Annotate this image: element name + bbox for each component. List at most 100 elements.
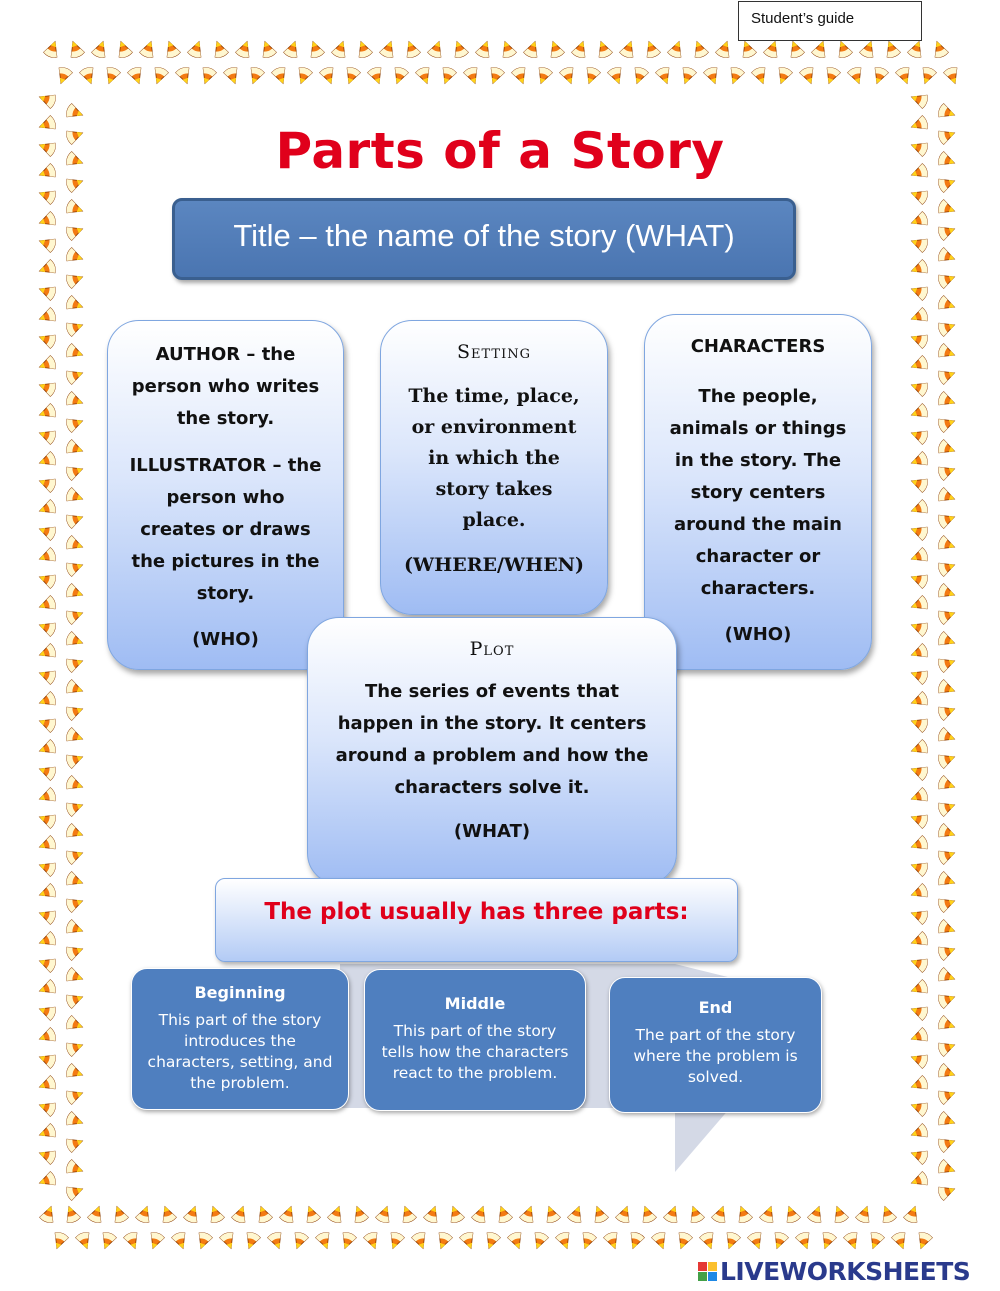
candy-corn-icon bbox=[806, 1203, 827, 1225]
candy-corn-icon bbox=[497, 38, 518, 60]
candy-corn-icon bbox=[64, 582, 86, 603]
candy-corn-icon bbox=[64, 221, 86, 242]
candy-corn-icon bbox=[522, 38, 543, 60]
candy-corn-icon bbox=[936, 534, 958, 555]
candy-corn-icon bbox=[908, 930, 930, 951]
candy-corn-icon bbox=[908, 761, 930, 782]
candy-corn-icon bbox=[908, 425, 930, 446]
title-definition-bar: Title – the name of the story (WHAT) bbox=[172, 198, 796, 280]
candy-corn-icon bbox=[566, 1203, 587, 1225]
candy-corn-icon bbox=[64, 1037, 86, 1058]
candy-corn-icon bbox=[908, 473, 930, 494]
candy-corn-icon bbox=[593, 38, 614, 60]
end-step: End The part of the story where the prob… bbox=[609, 977, 822, 1113]
logo-icon bbox=[698, 1261, 717, 1281]
candy-corn-icon bbox=[714, 38, 735, 60]
candy-corn-icon bbox=[36, 498, 58, 519]
candy-corn-icon bbox=[64, 1110, 86, 1131]
candy-corn-icon bbox=[936, 1085, 958, 1106]
candy-corn-icon bbox=[936, 1110, 958, 1131]
candy-corn-icon bbox=[186, 38, 207, 60]
candy-corn-icon bbox=[908, 1122, 930, 1143]
candy-corn-icon bbox=[773, 65, 794, 87]
candy-corn-icon bbox=[193, 1230, 214, 1252]
candy-corn-icon bbox=[558, 65, 579, 87]
candy-corn-icon bbox=[64, 774, 86, 795]
candy-corn-icon bbox=[908, 978, 930, 999]
candy-corn-icon bbox=[64, 390, 86, 411]
candy-corn-icon bbox=[64, 294, 86, 315]
candy-corn-icon bbox=[64, 365, 86, 386]
candy-corn-icon bbox=[64, 1133, 86, 1154]
candy-corn-icon bbox=[936, 893, 958, 914]
candy-corn-icon bbox=[677, 65, 698, 87]
candy-corn-icon bbox=[414, 65, 435, 87]
candy-corn-icon bbox=[725, 65, 746, 87]
candy-corn-icon bbox=[908, 89, 930, 110]
candy-corn-icon bbox=[936, 582, 958, 603]
candy-corn-icon bbox=[362, 1230, 383, 1252]
candy-corn-icon bbox=[36, 185, 58, 206]
candy-corn-icon bbox=[314, 1230, 335, 1252]
candy-corn-icon bbox=[64, 870, 86, 891]
candy-corn-icon bbox=[426, 38, 447, 60]
candy-corn-icon bbox=[908, 713, 930, 734]
author-who-tag: (WHO) bbox=[192, 629, 259, 650]
candy-corn-icon bbox=[270, 65, 291, 87]
candy-corn-icon bbox=[266, 1230, 287, 1252]
candy-corn-icon bbox=[936, 966, 958, 987]
candy-corn-icon bbox=[36, 1122, 58, 1143]
candy-corn-icon bbox=[666, 38, 687, 60]
candy-corn-icon bbox=[257, 38, 278, 60]
candy-corn-icon bbox=[908, 1145, 930, 1166]
candy-corn-icon bbox=[64, 822, 86, 843]
candy-corn-icon bbox=[908, 786, 930, 807]
candy-corn-icon bbox=[618, 38, 639, 60]
candy-corn-icon bbox=[936, 822, 958, 843]
candy-corn-icon bbox=[908, 402, 930, 423]
plot-heading: Plot bbox=[469, 638, 515, 660]
candy-corn-icon bbox=[936, 486, 958, 507]
candy-corn-icon bbox=[157, 1203, 178, 1225]
candy-corn-icon bbox=[654, 65, 675, 87]
candy-corn-icon bbox=[913, 1230, 934, 1252]
candy-corn-icon bbox=[877, 1203, 898, 1225]
candy-corn-icon bbox=[113, 38, 134, 60]
candy-corn-icon bbox=[936, 221, 958, 242]
candy-corn-icon bbox=[64, 102, 86, 123]
candy-corn-icon bbox=[908, 857, 930, 878]
plot-definition: The series of events that happen in the … bbox=[335, 681, 649, 798]
candy-corn-icon bbox=[64, 486, 86, 507]
candy-corn-icon bbox=[936, 870, 958, 891]
beginning-heading: Beginning bbox=[194, 983, 286, 1002]
candy-corn-icon bbox=[721, 1230, 742, 1252]
candy-corn-icon bbox=[64, 918, 86, 939]
candy-corn-icon bbox=[36, 761, 58, 782]
candy-corn-icon bbox=[510, 65, 531, 87]
candy-corn-icon bbox=[36, 1049, 58, 1070]
candy-corn-icon bbox=[36, 690, 58, 711]
candy-corn-icon bbox=[908, 617, 930, 638]
candy-corn-icon bbox=[305, 38, 326, 60]
candy-corn-icon bbox=[908, 690, 930, 711]
candy-corn-icon bbox=[397, 1203, 418, 1225]
candy-corn-icon bbox=[650, 1230, 671, 1252]
candy-corn-icon bbox=[936, 653, 958, 674]
candy-corn-icon bbox=[758, 1203, 779, 1225]
candy-corn-icon bbox=[936, 845, 958, 866]
candy-corn-icon bbox=[908, 642, 930, 663]
candy-corn-icon bbox=[902, 1203, 923, 1225]
candy-corn-icon bbox=[908, 953, 930, 974]
candy-corn-icon bbox=[174, 65, 195, 87]
end-description: The part of the story where the problem … bbox=[633, 1026, 798, 1086]
candy-corn-icon bbox=[161, 38, 182, 60]
candy-corn-icon bbox=[64, 438, 86, 459]
candy-corn-icon bbox=[234, 38, 255, 60]
candy-corn-icon bbox=[437, 65, 458, 87]
candy-corn-icon bbox=[908, 882, 930, 903]
candy-corn-icon bbox=[378, 38, 399, 60]
candy-corn-icon bbox=[101, 65, 122, 87]
candy-corn-icon bbox=[349, 1203, 370, 1225]
candy-corn-icon bbox=[122, 1230, 143, 1252]
candy-corn-icon bbox=[894, 65, 915, 87]
